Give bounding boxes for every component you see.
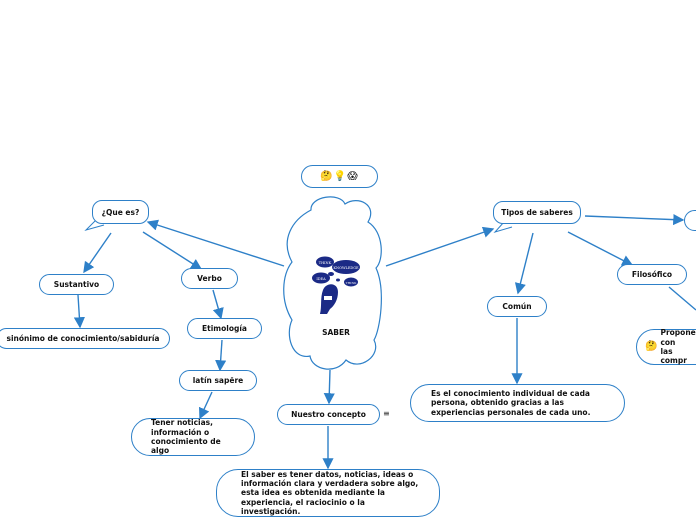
tener-node[interactable]: Tener noticias, información o conocimien… (131, 418, 255, 456)
comun-node[interactable]: Común (487, 296, 547, 317)
edge-saber-tipos (385, 226, 495, 267)
sustantivo-node[interactable]: Sustantivo (39, 274, 114, 295)
svg-text:THINK: THINK (319, 261, 332, 265)
filosofico-label: Filosófico (631, 270, 673, 279)
tipos-node[interactable]: Tipos de saberes (493, 201, 581, 224)
svg-text:THINK: THINK (346, 281, 357, 285)
notes-menu-icon[interactable]: ≡ (383, 409, 390, 418)
nuestro-concepto-node[interactable]: Nuestro concepto (277, 404, 380, 425)
tipos-tail (493, 221, 513, 233)
edge-saber-concepto (323, 369, 335, 405)
svg-text:KNOWLEDGE: KNOWLEDGE (333, 266, 359, 270)
propone-label: Propone con las compr (660, 328, 696, 366)
sinonimo-label: sinónimo de conocimiento/sabiduría (6, 334, 160, 343)
nuestro-concepto-label: Nuestro concepto (291, 410, 366, 419)
edge-tipos-comun (514, 232, 534, 295)
saber-definition-node[interactable]: El saber es tener datos, noticias, ideas… (216, 469, 440, 517)
tener-label: Tener noticias, información o conocimien… (151, 418, 221, 456)
edge-etimologia-latin (215, 339, 227, 372)
svg-text:IDEA: IDEA (316, 277, 326, 281)
filosofico-node[interactable]: Filosófico (617, 264, 687, 285)
thinking-head-art: THINK KNOWLEDGE IDEA THINK (312, 256, 360, 314)
comun-definition-node[interactable]: Es el conocimiento individual de cada pe… (410, 384, 625, 422)
que-es-node[interactable]: ¿Que es? (92, 200, 149, 224)
edge-tipos-filosofico (567, 231, 634, 266)
verbo-label: Verbo (197, 274, 222, 283)
thinking-emoji-icon: 🤔 (645, 340, 658, 352)
edge-saber-queEs (146, 219, 285, 267)
edge-tipos-offscreen (584, 214, 685, 226)
comun-definition-label: Es el conocimiento individual de cada pe… (431, 388, 591, 417)
latin-node[interactable]: latín sapĕre (179, 370, 257, 391)
sinonimo-node[interactable]: sinónimo de conocimiento/sabiduría (0, 328, 170, 349)
edge-queEs-sustantivo (83, 232, 112, 274)
edge-latin-tener (199, 391, 213, 420)
tipos-label: Tipos de saberes (501, 208, 573, 217)
latin-label: latín sapĕre (192, 376, 244, 385)
sustantivo-label: Sustantivo (53, 280, 100, 289)
saber-cloud (283, 196, 382, 370)
edge-queEs-verbo (142, 231, 203, 270)
que-es-label: ¿Que es? (101, 207, 140, 217)
etimologia-node[interactable]: Etimología (187, 318, 262, 339)
edge-sustantivo-sinonimo (73, 294, 85, 329)
comun-label: Común (502, 302, 532, 311)
emoji-text: 🤔💡😱 (320, 171, 359, 182)
verbo-node[interactable]: Verbo (181, 268, 238, 289)
edge-filosofico-propone (668, 286, 696, 311)
saber-label: SABER (322, 328, 350, 337)
propone-node[interactable]: 🤔Propone con las compr (636, 328, 696, 366)
edge-verbo-etimologia (212, 289, 224, 320)
saber-definition-label: El saber es tener datos, noticias, ideas… (241, 469, 419, 517)
etimologia-label: Etimología (202, 324, 247, 333)
emoji-node[interactable]: 🤔💡😱 (301, 165, 378, 188)
